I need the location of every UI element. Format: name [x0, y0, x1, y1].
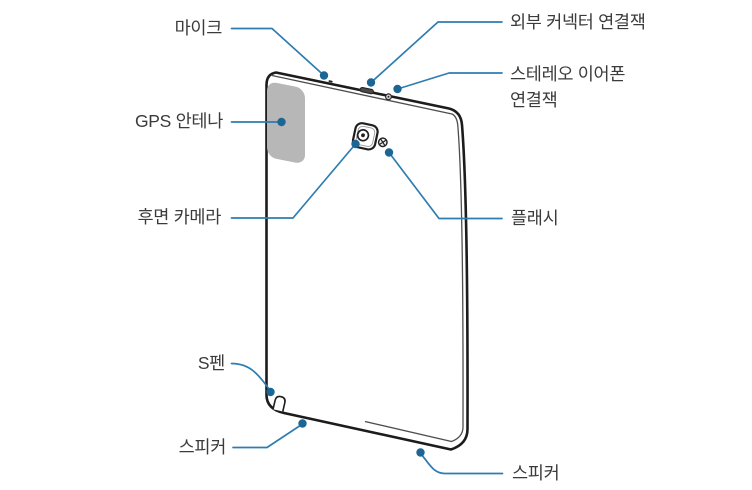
callout-external-connector-dot: [366, 78, 376, 87]
callout-s-pen-line: [230, 362, 272, 392]
callout-speaker-left-dot: [298, 419, 307, 428]
label-rear-camera: 후면 카메라: [137, 207, 221, 227]
callout-mic-line: [230, 27, 325, 77]
s-pen-tip-icon: [272, 395, 286, 412]
callout-rear-camera-dot: [351, 139, 360, 149]
callout-rear-camera-line: [230, 143, 357, 219]
label-gps-antenna: GPS 안테나: [134, 111, 223, 131]
callout-mic-dot: [319, 71, 329, 80]
callout-external-connector-line: [370, 21, 503, 84]
label-speaker-right: 스피커: [512, 463, 560, 483]
callout-flash-dot: [384, 148, 394, 157]
callout-speaker-right-line: [419, 452, 504, 475]
callout-flash-line: [388, 151, 503, 220]
callout-earphone-dot: [393, 84, 402, 94]
label-stereo-earphone-line2: 연결잭: [510, 90, 558, 110]
flash-icon: [377, 137, 388, 148]
label-flash: 플래시: [511, 208, 559, 228]
tablet-outline: [265, 71, 469, 451]
label-external-connector: 외부 커넥터 연결잭: [510, 12, 646, 32]
label-stereo-earphone: 스테레오 이어폰 연결잭: [510, 61, 660, 113]
label-mic: 마이크: [174, 18, 223, 38]
gps-antenna-shape: [267, 82, 305, 163]
label-s-pen: S펜: [197, 353, 225, 373]
earphone-jack-icon: [385, 93, 393, 101]
callout-s-pen-dot: [266, 387, 275, 397]
callout-speaker-left-line: [232, 423, 304, 449]
callout-gps-dot: [277, 117, 286, 127]
external-connector-port-icon: [359, 86, 374, 95]
callout-earphone-line: [396, 72, 503, 90]
callout-speaker-right-dot: [416, 448, 425, 457]
label-stereo-earphone-line1: 스테레오 이어폰: [510, 64, 626, 84]
tablet-inner-edge: [271, 74, 464, 443]
label-speaker-left: 스피커: [178, 437, 227, 457]
microphone-hole-icon: [328, 80, 333, 83]
